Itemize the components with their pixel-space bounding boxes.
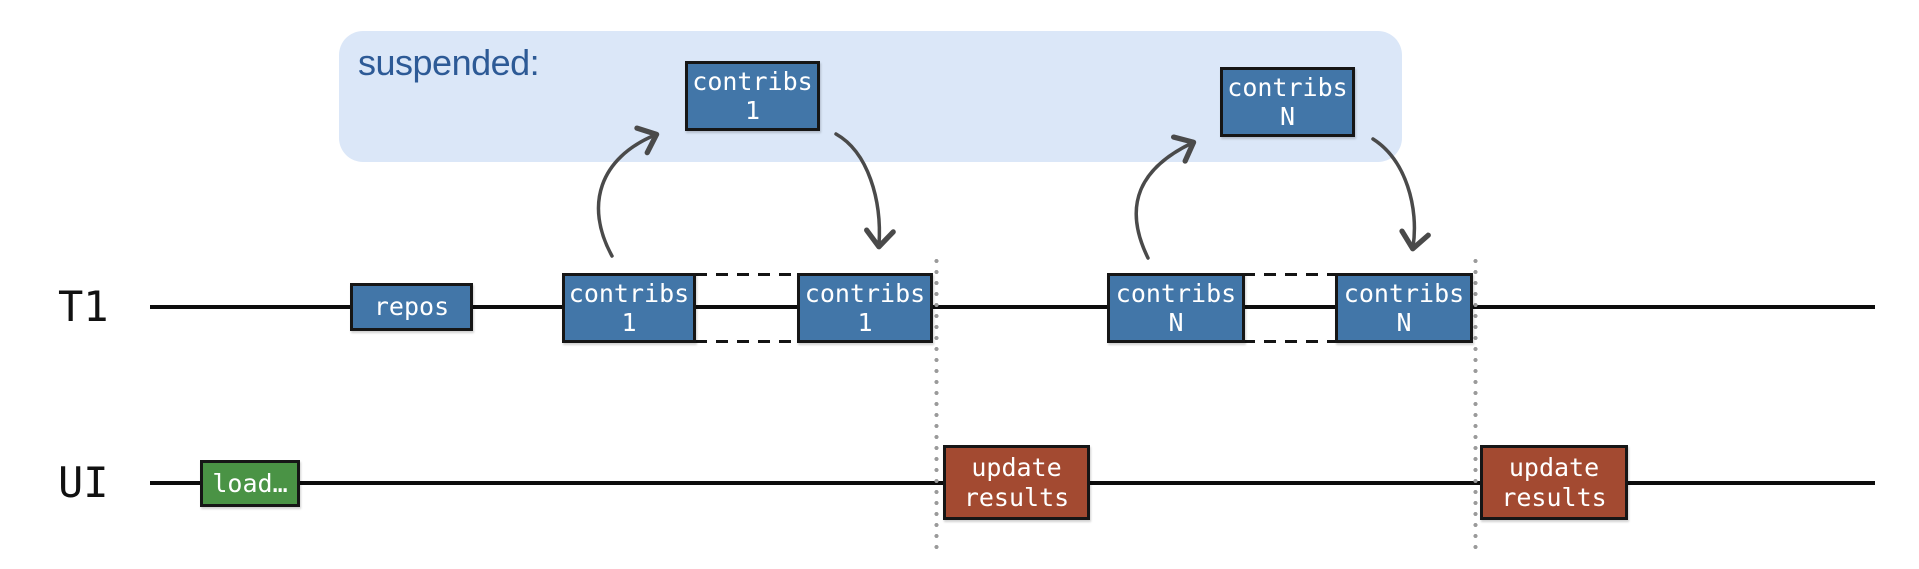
suspended-contribs-1-box: contribs 1 (685, 61, 820, 131)
suspended-contribs-n-line1: contribs (1227, 72, 1348, 102)
t1-contribs-n-start-line1: contribs (1115, 278, 1237, 308)
dashed-connector-contribs-n (1243, 273, 1337, 343)
t1-contribs-n-resume-box: contribs N (1335, 273, 1473, 343)
ui-update-results-2-line2: results (1501, 482, 1607, 512)
suspended-contribs-1-line1: contribs (692, 66, 813, 96)
ui-update-results-box-1: update results (943, 445, 1090, 520)
dashed-connector-contribs-1 (695, 273, 799, 343)
suspended-contribs-n-box: contribs N (1220, 67, 1355, 137)
ui-load-box: load… (200, 460, 300, 507)
t1-contribs-n-start-box: contribs N (1107, 273, 1245, 343)
lane-label-t1: T1 (58, 282, 109, 331)
t1-contribs-n-start-line2: N (1168, 308, 1184, 337)
ui-update-results-2-line1: update (1508, 453, 1600, 482)
ui-update-results-1-line1: update (971, 453, 1062, 482)
t1-timeline (150, 305, 1875, 309)
t1-contribs-1-resume-line2: 1 (857, 308, 873, 337)
t1-contribs-1-start-line2: 1 (621, 308, 637, 337)
t1-contribs-1-resume-line1: contribs (804, 278, 926, 308)
t1-repos-label: repos (373, 292, 450, 322)
t1-contribs-1-resume-box: contribs 1 (797, 273, 933, 343)
t1-contribs-1-start-line1: contribs (568, 278, 690, 308)
t1-contribs-1-start-box: contribs 1 (562, 273, 696, 343)
t1-contribs-n-resume-line1: contribs (1343, 278, 1465, 308)
ui-update-results-1-line2: results (963, 482, 1070, 512)
t1-repos-box: repos (350, 283, 473, 331)
sync-dotted-line-1 (934, 258, 939, 552)
suspended-contribs-1-line2: 1 (744, 96, 761, 125)
suspended-label: suspended: (358, 42, 540, 83)
ui-update-results-box-2: update results (1480, 445, 1628, 520)
lane-label-ui: UI (58, 458, 109, 507)
ui-load-label: load… (212, 468, 288, 498)
sync-dotted-line-2 (1473, 258, 1478, 552)
t1-contribs-n-resume-line2: N (1396, 308, 1412, 337)
suspended-contribs-n-line2: N (1279, 102, 1296, 131)
